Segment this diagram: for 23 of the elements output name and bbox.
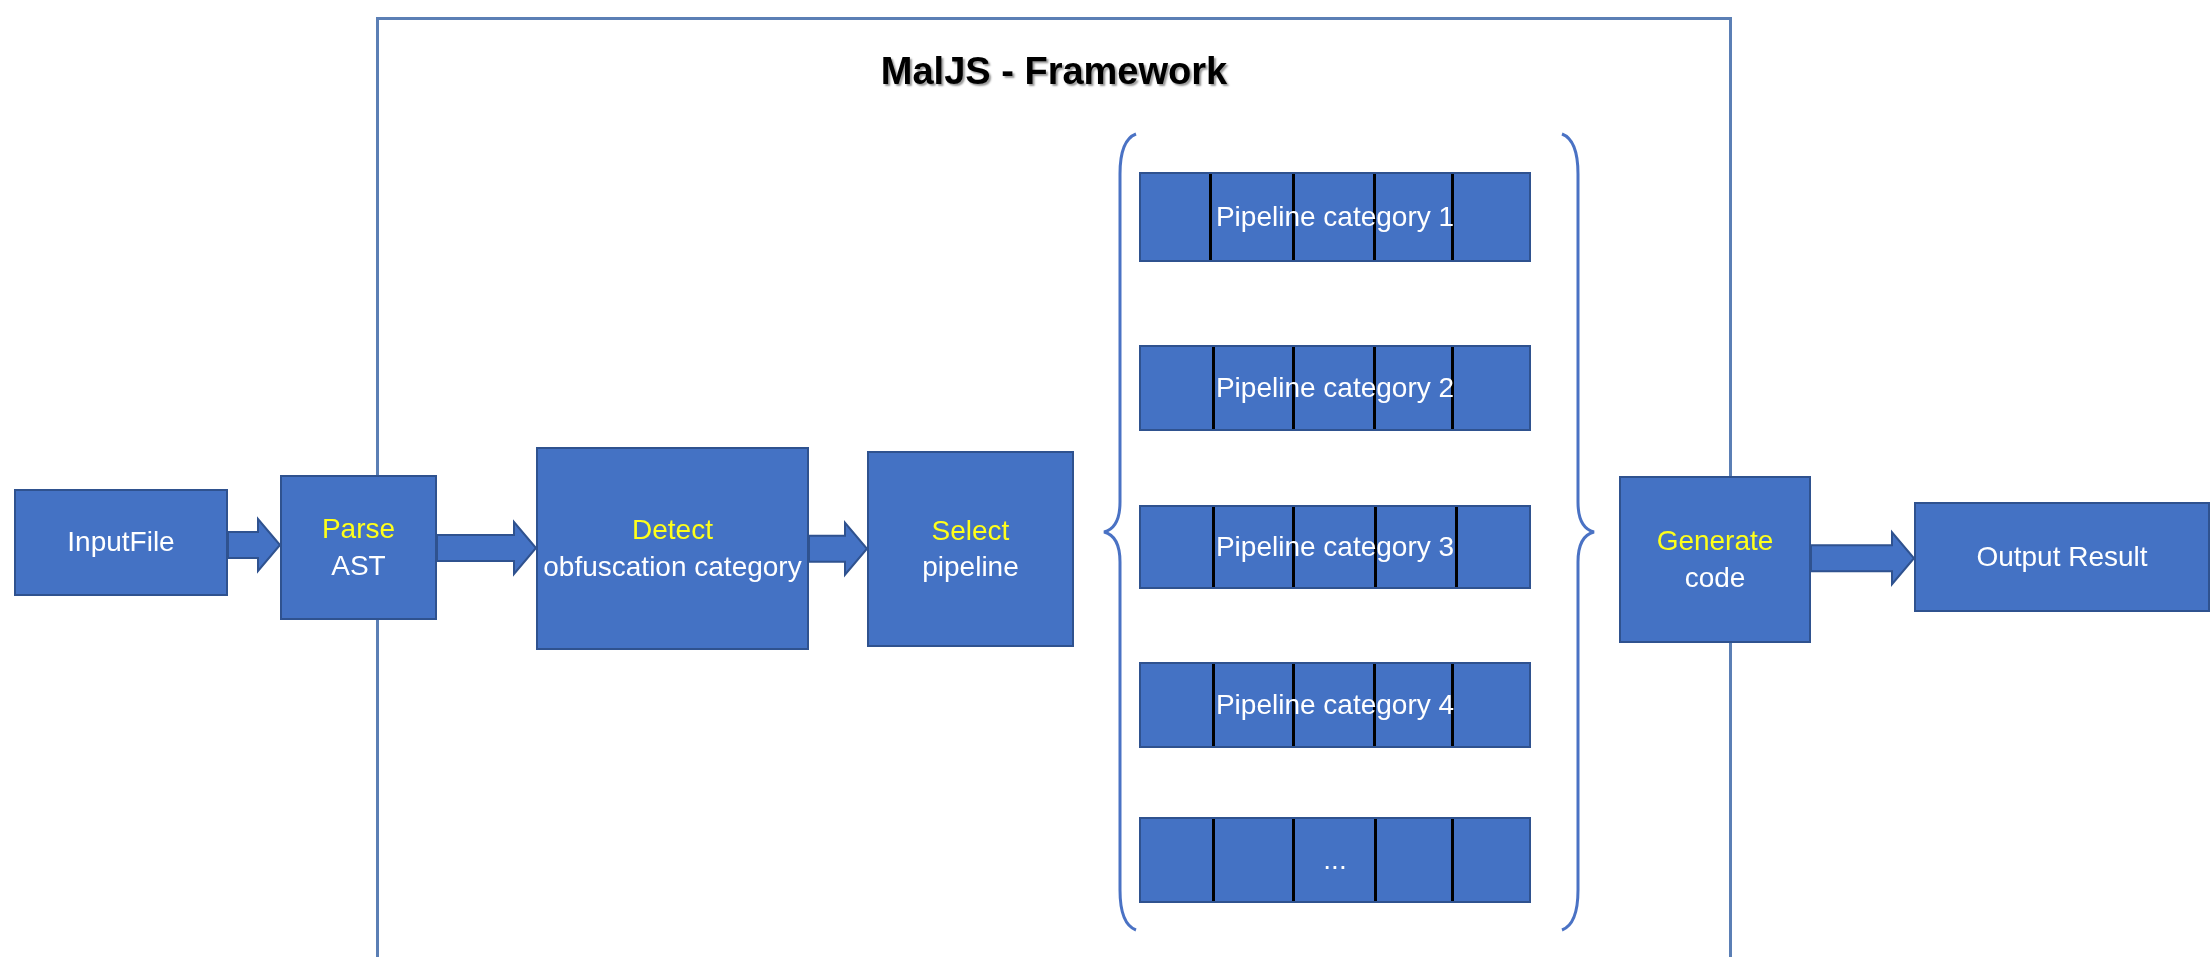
block-arrow <box>436 519 538 577</box>
step-label: code <box>1684 560 1746 595</box>
process-box <box>1914 502 2210 612</box>
step-label: ... <box>1323 842 1347 877</box>
pipeline-box <box>1139 817 1531 903</box>
step-heading: Detect <box>632 513 713 548</box>
process-box <box>536 447 809 650</box>
step-heading: Parse <box>321 512 396 547</box>
framework-title: MalJS - Framework <box>879 50 1229 93</box>
block-arrow <box>808 520 869 578</box>
block-arrow <box>1810 529 1916 587</box>
block-arrow <box>227 516 282 574</box>
process-box <box>14 489 228 596</box>
process-box <box>280 475 437 620</box>
step-label: AST <box>331 548 386 583</box>
step-heading: Generate <box>1656 524 1774 559</box>
step-label: InputFile <box>67 525 175 560</box>
process-box <box>867 451 1074 647</box>
step-heading: Select <box>931 513 1010 548</box>
process-box <box>1619 476 1811 643</box>
step-label: obfuscation category <box>543 549 802 584</box>
step-label: Output Result <box>1976 539 2148 574</box>
step-label: pipeline <box>922 550 1019 584</box>
